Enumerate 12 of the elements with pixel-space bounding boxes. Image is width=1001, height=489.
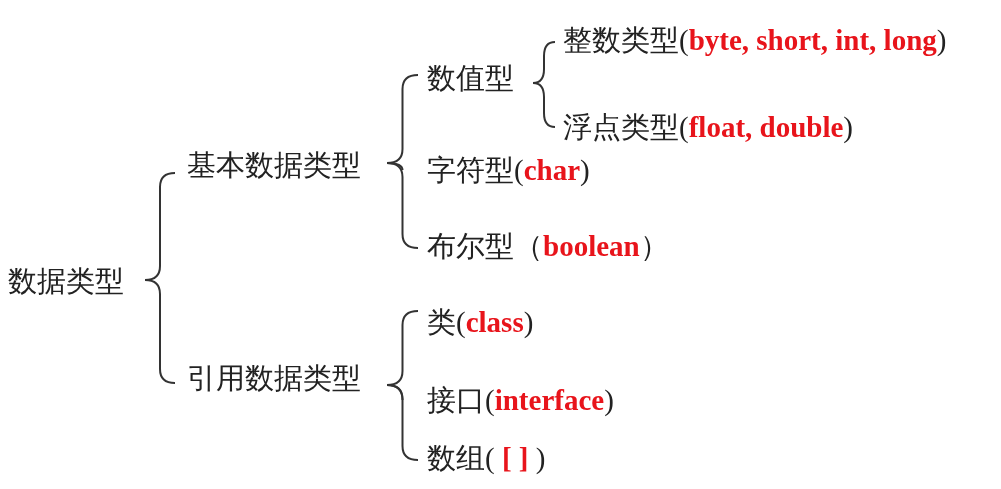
type-label: 数值型 bbox=[427, 60, 514, 96]
type-label: 基本数据类型 bbox=[187, 147, 361, 183]
type-label: 布尔型（boolean） bbox=[427, 228, 669, 264]
type-label: 浮点类型(float, double) bbox=[563, 109, 854, 145]
type-label: 字符型(char) bbox=[427, 152, 590, 188]
type-label: 整数类型(byte, short, int, long) bbox=[563, 22, 947, 58]
type-label: 引用数据类型 bbox=[187, 360, 361, 396]
type-label: 接口(interface) bbox=[427, 382, 614, 418]
type-label: 数据类型 bbox=[8, 263, 124, 299]
brace-line bbox=[144, 279, 176, 384]
type-label: 数组( [ ] ) bbox=[427, 440, 546, 476]
type-label: 类(class) bbox=[427, 304, 534, 340]
